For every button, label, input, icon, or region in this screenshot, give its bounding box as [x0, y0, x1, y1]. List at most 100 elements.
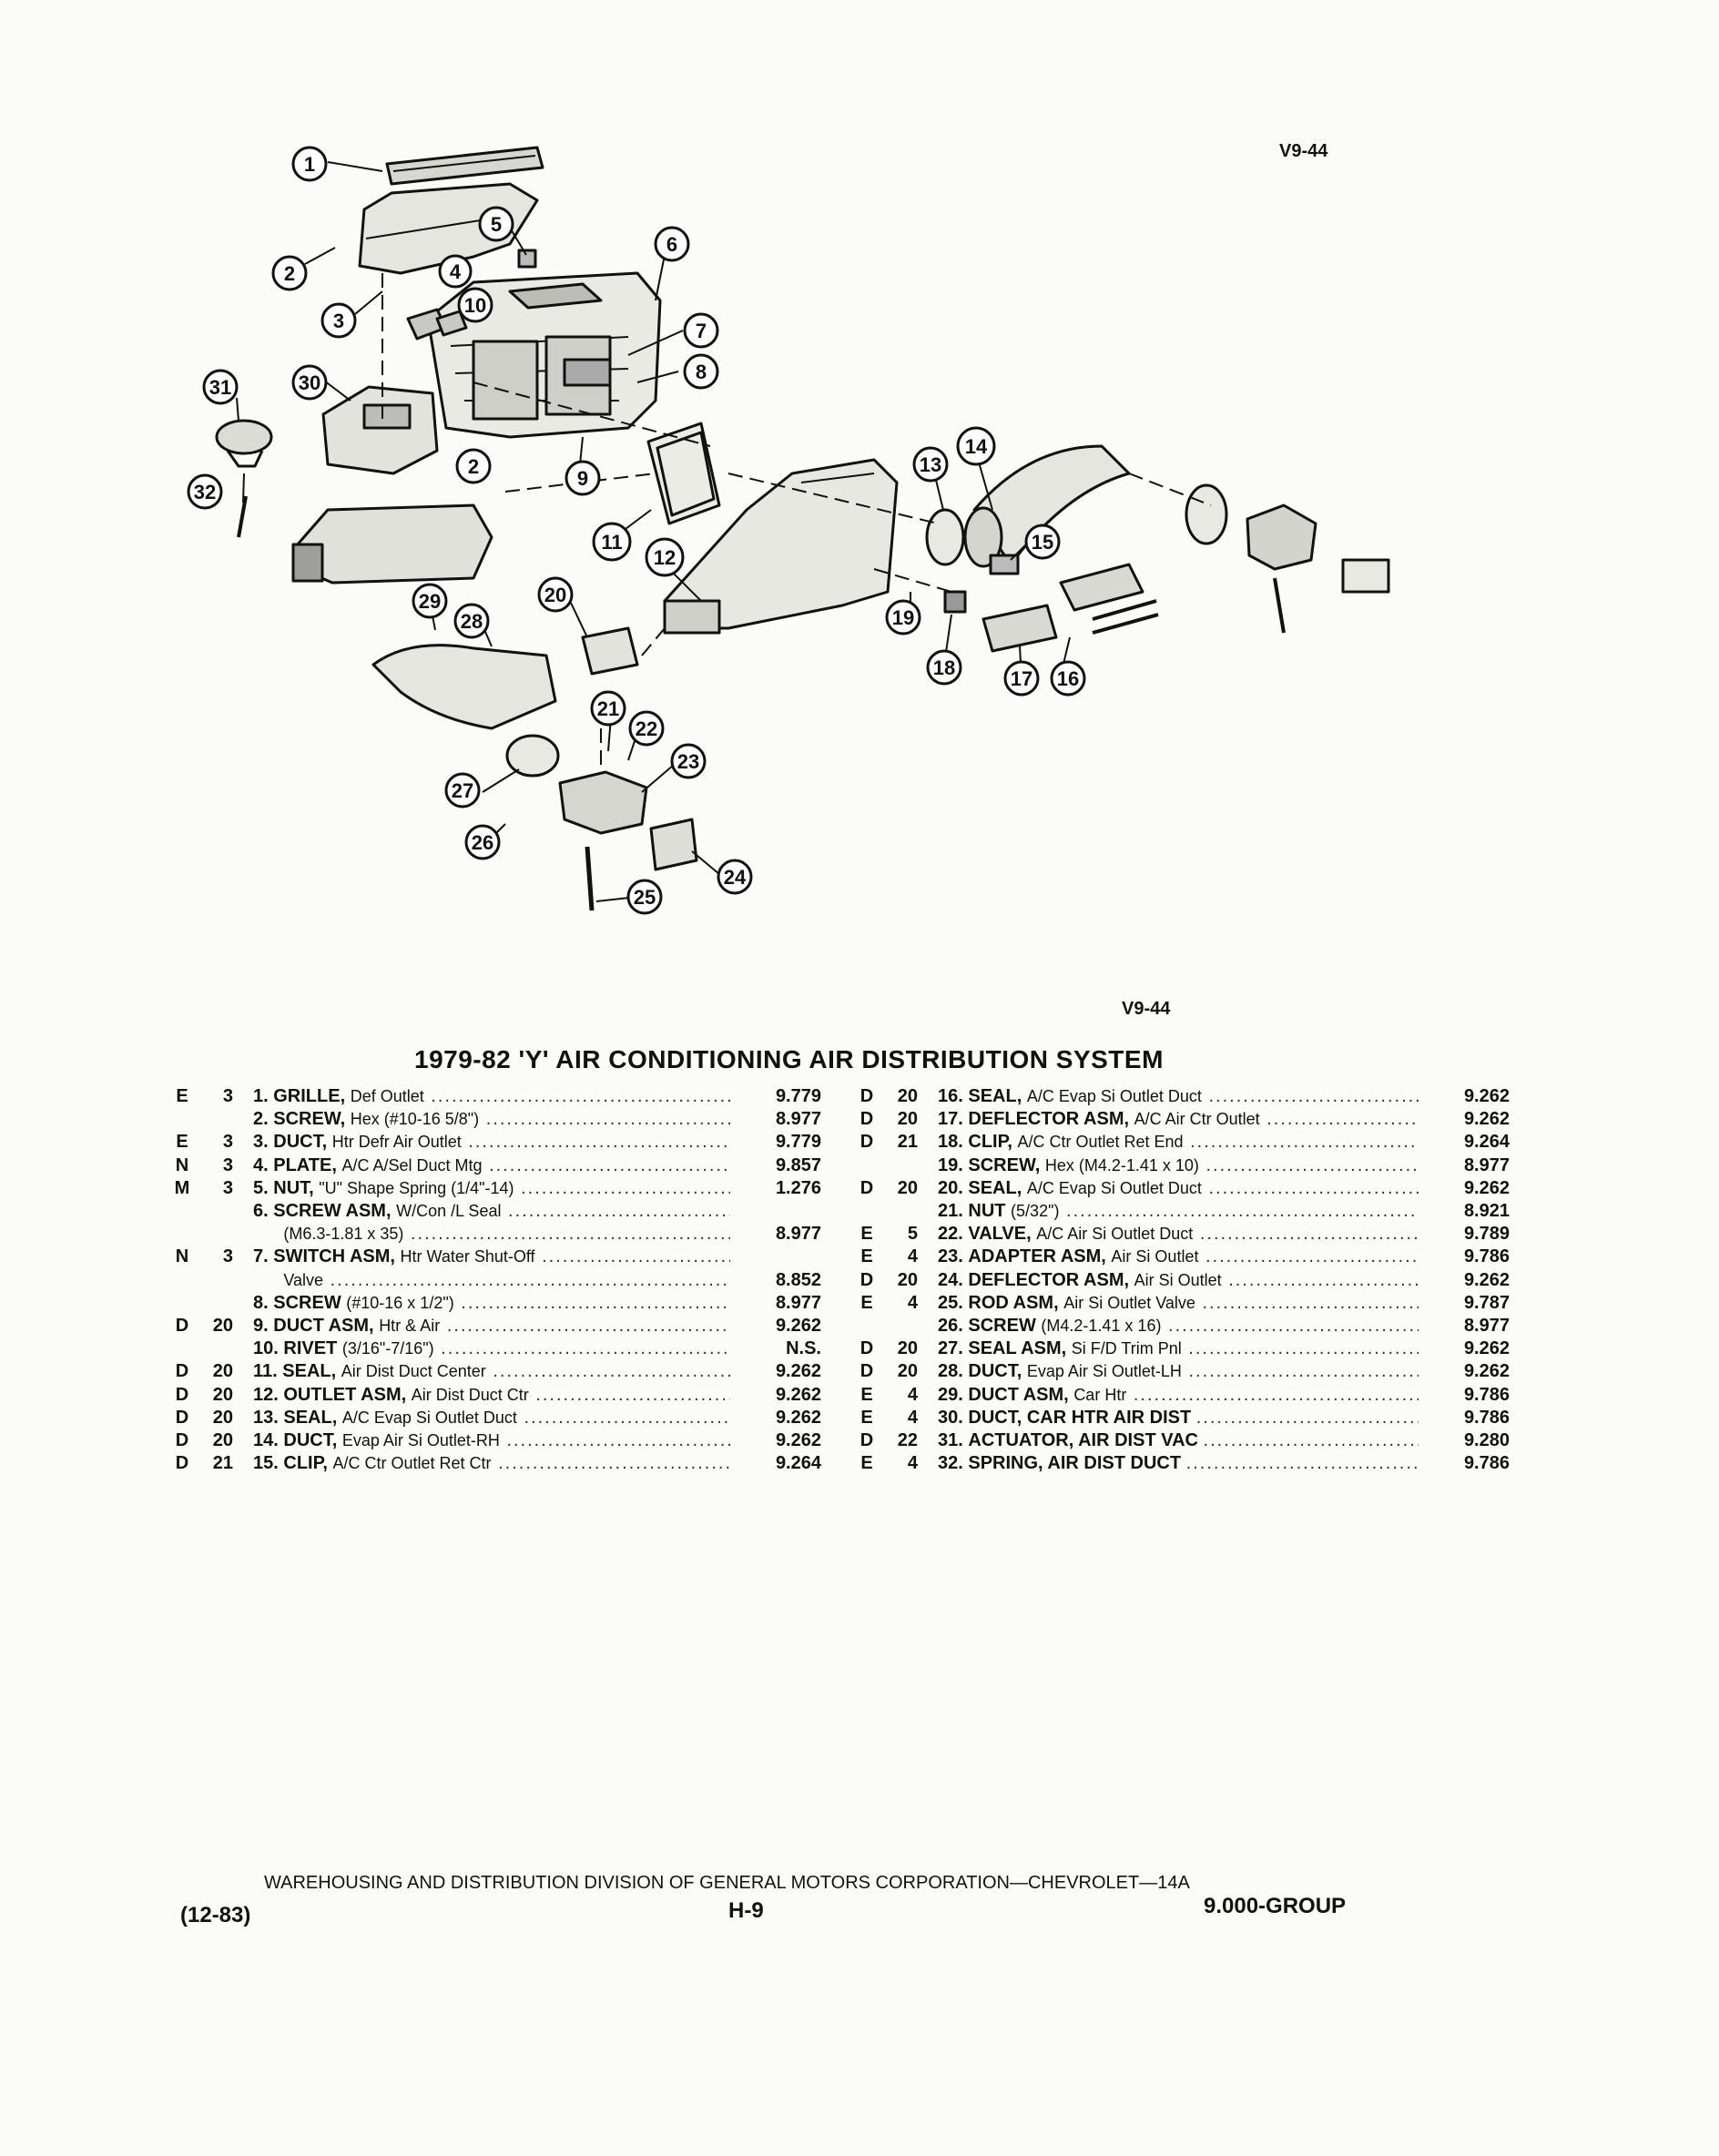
svg-text:15: 15 — [1032, 531, 1053, 554]
part-detail: Evap Air Si Outlet-RH — [341, 1431, 500, 1449]
location-group: 20 — [897, 1361, 918, 1382]
part-name: CLIP, — [283, 1453, 328, 1474]
callout-25: 25 — [626, 879, 663, 915]
parts-row: 19. SCREW, Hex (M4.2-1.41 x 10) ........… — [856, 1154, 1510, 1177]
leader-dots: ........................................… — [1188, 1361, 1419, 1382]
location-code: D — [860, 1086, 874, 1106]
location-group: 5 — [907, 1224, 918, 1245]
svg-text:18: 18 — [933, 656, 955, 679]
callout-16: 16 — [1050, 660, 1086, 697]
svg-text:13: 13 — [920, 453, 941, 476]
svg-text:7: 7 — [696, 320, 707, 342]
leader-dots: ........................................… — [1205, 1246, 1419, 1267]
callout-28: 28 — [453, 603, 490, 639]
location-group: 20 — [212, 1430, 233, 1450]
item-number: 1. — [253, 1086, 269, 1106]
callout-10: 10 — [457, 287, 493, 323]
group-number: 8.977 — [775, 1109, 821, 1130]
part-description: 25. ROD ASM, Air Si Outlet Valve .......… — [938, 1292, 1419, 1315]
location-group: 20 — [212, 1407, 233, 1428]
footer-group: 9.000-GROUP — [1204, 1894, 1347, 1918]
leader-dots: ........................................… — [1208, 1177, 1419, 1198]
group-number: 9.262 — [1463, 1109, 1510, 1130]
part-detail: Car Htr — [1073, 1385, 1127, 1404]
item-number: 12. — [253, 1384, 279, 1405]
part-description: 10. RIVET (3/16"-7/16") ................… — [253, 1337, 730, 1360]
part-detail: A/C Evap Si Outlet Duct — [341, 1408, 517, 1427]
part-description: 16. SEAL, A/C Evap Si Outlet Duct ......… — [938, 1085, 1419, 1108]
part-description: 23. ADAPTER ASM, Air Si Outlet .........… — [938, 1246, 1419, 1268]
svg-text:17: 17 — [1011, 667, 1032, 690]
svg-text:3: 3 — [333, 310, 344, 332]
part-name: SEAL, — [283, 1407, 338, 1428]
part-name: ACTUATOR, AIR DIST VAC — [968, 1430, 1198, 1450]
part-name: SCREW — [968, 1316, 1036, 1336]
part-detail: (#10-16 x 1/2") — [346, 1293, 454, 1312]
leader-dots: ........................................… — [1228, 1269, 1419, 1290]
item-number: 29. — [938, 1384, 963, 1405]
location-group: 3 — [222, 1132, 233, 1153]
group-number: 9.262 — [775, 1316, 821, 1336]
callout-17: 17 — [1003, 660, 1040, 697]
part-description: 3. DUCT, Htr Defr Air Outlet ...........… — [253, 1131, 730, 1154]
callout-6: 6 — [654, 226, 690, 262]
svg-text:21: 21 — [597, 697, 619, 720]
page-title: 1979-82 'Y' AIR CONDITIONING AIR DISTRIB… — [414, 1045, 1164, 1073]
leader-dots: ........................................… — [1203, 1430, 1419, 1450]
callout-5: 5 — [478, 206, 514, 242]
part-name: SWITCH ASM, — [273, 1246, 395, 1267]
callout-3: 3 — [320, 302, 357, 339]
part-detail: Htr Defr Air Outlet — [331, 1133, 462, 1152]
svg-text:8: 8 — [696, 361, 707, 383]
part-description: 11. SEAL, Air Dist Duct Center .........… — [253, 1360, 730, 1383]
part-detail: Valve — [283, 1270, 324, 1289]
item-number: 7. — [253, 1246, 269, 1267]
location-code: D — [175, 1453, 189, 1474]
leader-dots: ........................................… — [431, 1086, 730, 1106]
callout-13: 13 — [912, 446, 949, 483]
svg-text:5: 5 — [491, 213, 502, 236]
leader-dots: ........................................… — [1195, 1407, 1419, 1428]
parts-row: 10. RIVET (3/16"-7/16") ................… — [171, 1337, 821, 1360]
location-group: 21 — [212, 1453, 233, 1474]
footer-publisher: WAREHOUSING AND DISTRIBUTION DIVISION OF… — [264, 1873, 1190, 1893]
location-code: E — [860, 1246, 873, 1267]
part-description: 17. DEFLECTOR ASM, A/C Air Ctr Outlet ..… — [938, 1108, 1419, 1131]
part-name: RIVET — [283, 1338, 338, 1359]
parts-row: 26. SCREW (M4.2-1.41 x 16) .............… — [856, 1315, 1510, 1337]
svg-text:9: 9 — [577, 467, 588, 490]
part-description: 22. VALVE, A/C Air Si Outlet Duct ......… — [938, 1223, 1419, 1246]
location-code: E — [860, 1384, 873, 1405]
leader-dots: ........................................… — [441, 1338, 730, 1359]
part-description: 13. SEAL, A/C Evap Si Outlet Duct ......… — [253, 1407, 730, 1429]
location-group: 3 — [222, 1246, 233, 1267]
part-description: 26. SCREW (M4.2-1.41 x 16) .............… — [938, 1315, 1419, 1337]
diagram-ref-bottom: V9-44 — [1122, 999, 1171, 1019]
part-name: SCREW, — [273, 1109, 346, 1130]
leader-dots: ........................................… — [489, 1154, 730, 1175]
location-group: 4 — [907, 1384, 918, 1405]
callout-1: 1 — [291, 146, 328, 182]
part-description: 27. SEAL ASM, Si F/D Trim Pnl ..........… — [938, 1337, 1419, 1360]
callout-4: 4 — [438, 254, 473, 289]
part-name: PLATE, — [273, 1154, 337, 1175]
item-number: 14. — [253, 1430, 279, 1450]
callout-20: 20 — [537, 576, 574, 613]
svg-text:2: 2 — [468, 455, 479, 478]
part-detail: Air Si Outlet Valve — [1063, 1293, 1195, 1312]
part-detail: Air Dist Duct Center — [341, 1362, 486, 1381]
location-group: 4 — [907, 1407, 918, 1428]
leader-dots: ........................................… — [468, 1132, 730, 1153]
group-number: 9.786 — [1463, 1407, 1510, 1428]
part-detail: (M6.3-1.81 x 35) — [283, 1225, 404, 1244]
svg-text:10: 10 — [464, 294, 486, 317]
item-number: 9. — [253, 1316, 269, 1336]
item-number: 13. — [253, 1407, 279, 1428]
